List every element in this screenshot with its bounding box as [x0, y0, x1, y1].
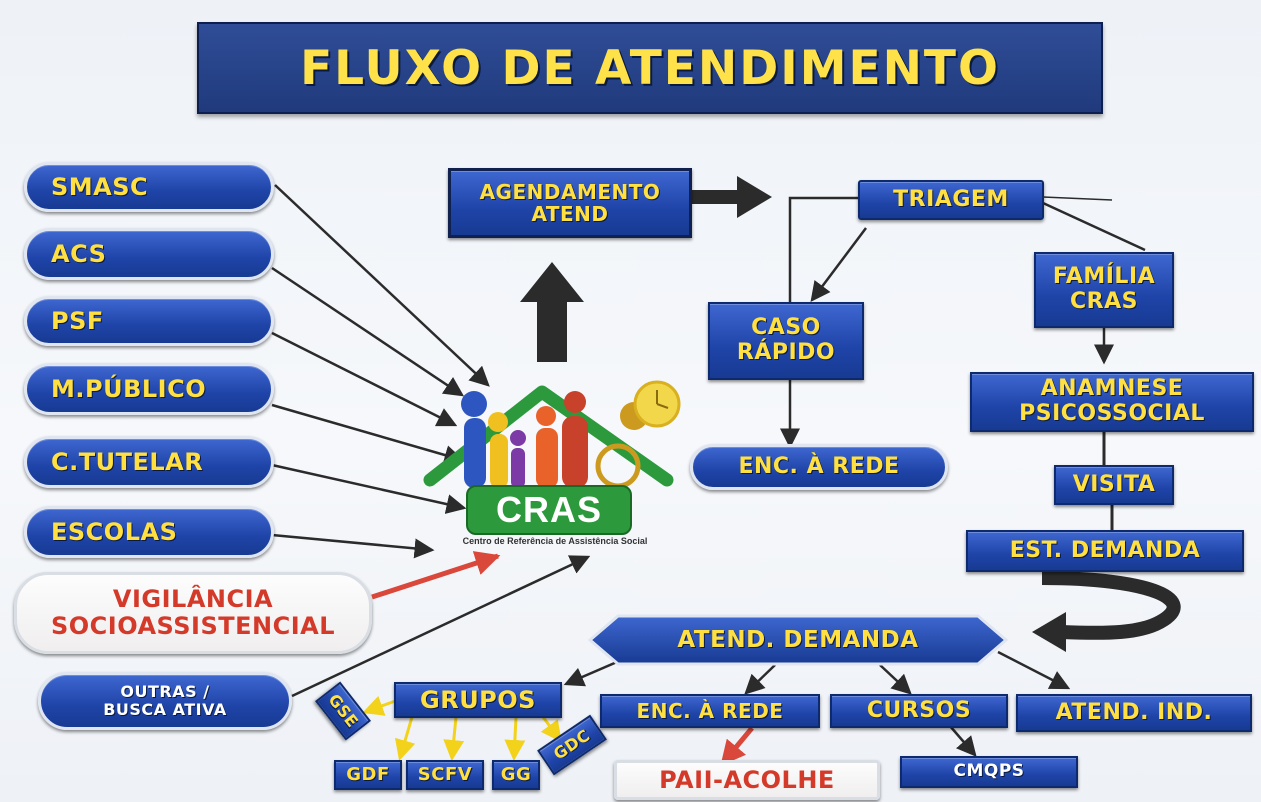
arrow-atend-enc: [744, 664, 776, 695]
arrow-grupos-gg: [504, 716, 526, 761]
node-acs: ACS: [24, 228, 274, 280]
arrow-ctutelar-cras: [271, 463, 467, 514]
big-up-arrow: [520, 262, 584, 362]
cras-label: CRAS: [466, 485, 632, 535]
arrow-psf-cras: [271, 331, 458, 427]
atend-demanda-label: ATEND. DEMANDA: [677, 627, 919, 653]
node-smasc: SMASC: [24, 162, 274, 212]
curved-arrowhead: [1032, 612, 1066, 652]
node-enc-rede-top: ENC. À REDE: [690, 444, 948, 490]
arrow-acs-cras: [271, 266, 465, 397]
title-banner: FLUXO DE ATENDIMENTO: [197, 22, 1103, 114]
arrow-cursos-cmqps: [949, 725, 977, 757]
arrow-smasc-cras: [274, 184, 490, 387]
arrow-grupos-gse: [362, 695, 399, 716]
node-familia-cras: FAMÍLIA CRAS: [1034, 252, 1174, 328]
arrow-mpublico-cras: [271, 403, 465, 465]
node-psf: PSF: [24, 296, 274, 346]
node-atend-ind: ATEND. IND.: [1016, 694, 1252, 732]
arrow-atend-cursos: [879, 664, 912, 695]
cras-logo: [423, 380, 681, 489]
arrow-atend-ind: [997, 650, 1071, 690]
arrow-escolas-cras: [271, 533, 435, 559]
node-cmqps: CMQPS: [900, 756, 1078, 788]
big-right-arrow: [692, 176, 772, 218]
node-cursos: CURSOS: [830, 694, 1008, 728]
node-caso-rapido: CASO RÁPIDO: [708, 302, 864, 380]
arrow-grupos-gdf: [394, 716, 416, 761]
atend-demanda-shape: [588, 614, 1008, 666]
node-outras: OUTRAS / BUSCA ATIVA: [38, 672, 292, 730]
arrow-enc-paii: [720, 726, 754, 766]
node-ctutelar: C.TUTELAR: [24, 436, 274, 488]
node-mpublico: M.PÚBLICO: [24, 363, 274, 415]
node-scfv: SCFV: [406, 760, 484, 790]
node-visita: VISITA: [1054, 465, 1174, 505]
node-escolas: ESCOLAS: [24, 506, 274, 558]
node-grupos: GRUPOS: [394, 682, 562, 718]
node-paii-acolhe: PAII-ACOLHE: [614, 760, 880, 800]
node-enc-rede-bottom: ENC. À REDE: [600, 694, 820, 728]
cras-subtitle: Centro de Referência de Assistência Soci…: [462, 536, 648, 546]
node-agendamento: AGENDAMENTO ATEND: [448, 168, 692, 238]
arrow-outras-cras: [291, 555, 591, 698]
curved-arrow: [1041, 571, 1181, 640]
node-gdf: GDF: [334, 760, 402, 790]
diagram-title: FLUXO DE ATENDIMENTO: [300, 40, 1000, 96]
arrow-grupos-scfv: [443, 716, 465, 761]
node-atend-demanda: ATEND. DEMANDA: [588, 614, 1008, 666]
node-triagem: TRIAGEM: [858, 180, 1044, 220]
node-est-demanda: EST. DEMANDA: [966, 530, 1244, 572]
arrow-vigilancia-cras: [371, 551, 501, 600]
line-triagem-tail: [1042, 196, 1113, 201]
node-anamnese: ANAMNESE PSICOSSOCIAL: [970, 372, 1254, 432]
arrow-triagem-caso: [810, 227, 867, 302]
node-vigilancia: VIGILÂNCIA SOCIOASSISTENCIAL: [14, 572, 372, 654]
line-triagem-familia: [1042, 201, 1146, 252]
node-gg: GG: [492, 760, 540, 790]
